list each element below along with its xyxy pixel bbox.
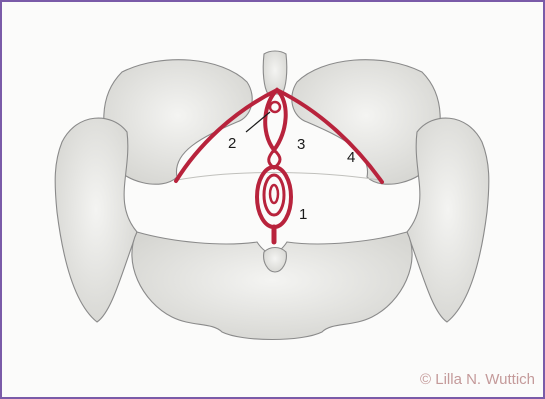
muscle-2-loop (270, 102, 280, 112)
label-2: 2 (228, 135, 236, 152)
muscle-3-ring (265, 90, 286, 150)
pubic-symphysis (263, 51, 287, 94)
label-4: 4 (347, 149, 355, 166)
label-3: 3 (297, 136, 305, 153)
label-1: 1 (299, 206, 307, 223)
muscle-1-inner (264, 175, 284, 215)
copyright-notice: © Lilla N. Wuttich (420, 371, 535, 388)
right-wing (407, 118, 489, 322)
left-wing (55, 118, 137, 322)
muscle-1-core (270, 185, 278, 203)
